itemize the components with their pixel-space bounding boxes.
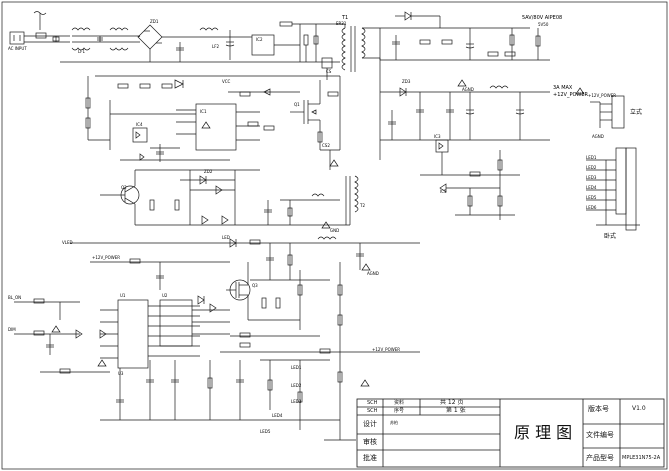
tb-design: 设计: [363, 420, 377, 428]
connector-p2-pin-1: LED1: [586, 155, 597, 160]
tb-row1-left: SCH: [367, 400, 378, 406]
connector-p1: [611, 95, 625, 129]
connector-p2-pin-3: LED3: [586, 175, 597, 180]
pfc-section: [250, 21, 345, 80]
connector-p2-title: 卧式: [604, 233, 617, 240]
connector-p2-pin-4: LED4: [586, 185, 597, 190]
label-zd3: ZD3: [402, 79, 411, 84]
net-12v-power-right: +12V_POWER: [372, 347, 400, 352]
tb-doc-title: 原 理 图: [514, 423, 573, 442]
ac-input-connector: [9, 31, 25, 45]
control-section: [85, 75, 341, 162]
tb-check: 审核: [363, 438, 377, 446]
label-led3: LED3: [291, 399, 302, 404]
net-5v50: 5V50: [538, 22, 549, 27]
label-u1: U1: [120, 293, 126, 298]
net-gnd: GND: [330, 228, 340, 233]
label-led: LED: [222, 235, 230, 240]
connector-p2-pin-2: LED2: [586, 165, 597, 170]
label-led2: LED2: [291, 383, 302, 388]
net-vled: VLED: [62, 240, 73, 245]
label-cs2: CS2: [322, 143, 330, 148]
secondary-5v: [379, 11, 550, 61]
label-ic2: IC2: [256, 37, 263, 42]
ac-symbol: [33, 11, 47, 15]
ic-u2-box: [159, 299, 193, 347]
net-12v-out: +12V_POWER: [553, 92, 588, 98]
ac-input-label: AC INPUT: [8, 46, 27, 51]
mosfet-q3: [226, 262, 251, 320]
label-u3: U3: [118, 371, 124, 376]
tb-product-label: 产品型号: [586, 454, 614, 462]
ic-u1-box: [117, 299, 149, 369]
fuse: [35, 32, 47, 39]
tb-approve: 批准: [363, 454, 377, 462]
label-t1: T1: [342, 15, 349, 21]
tb-designer: 苏柏: [390, 420, 398, 425]
mosfet-q1: [290, 80, 323, 150]
label-cs: CS: [326, 69, 332, 74]
connector-p1-pin-2: AGND: [592, 134, 604, 139]
optocoupler-1: [132, 127, 148, 143]
secondary-12v: [379, 58, 550, 220]
choke-lf2: [109, 27, 129, 51]
connectors: [586, 95, 640, 231]
tb-file-label: 文件编号: [586, 431, 614, 439]
label-ic5: IC5: [440, 189, 447, 194]
net-dim: DIM: [8, 327, 16, 332]
tb-product: MPLE31N75-2A: [622, 455, 661, 461]
net-vcc: VCC: [222, 79, 231, 84]
net-3a-max: 3A MAX: [553, 85, 573, 91]
label-lf2: LF2: [212, 44, 220, 49]
net-bl-on: BL_ON: [8, 295, 22, 300]
connector-p2: [615, 147, 627, 215]
connector-p2-pin-5: LED5: [586, 195, 597, 200]
label-er31: ER31: [336, 21, 347, 26]
connector-p3: [625, 147, 637, 231]
ground-symbols: [51, 79, 585, 387]
label-u2: U2: [162, 293, 168, 298]
aux-section: [100, 149, 359, 226]
net-12v-power-led: +12V_POWER: [92, 255, 120, 260]
connector-p1-title: 立式: [630, 109, 643, 116]
label-ic3: IC3: [434, 134, 441, 139]
label-zd1: ZD1: [150, 19, 159, 24]
net-agnd-2: AGND: [367, 271, 379, 276]
tb-row2-mid: 序号: [394, 408, 405, 414]
label-t2: T2: [360, 203, 365, 208]
label-lf1: LF1: [78, 49, 86, 54]
connector-p2-pin-6: LED6: [586, 205, 597, 210]
tb-row2-left: SCH: [367, 408, 378, 414]
title-block-grid: [356, 398, 665, 468]
optocoupler-2: [435, 139, 449, 153]
transformer-t1: [341, 24, 380, 72]
label-q1: Q1: [294, 102, 300, 107]
transformer-t2: [354, 175, 359, 213]
choke-lf-dc: [199, 27, 219, 31]
label-ic1: IC1: [200, 109, 207, 114]
choke-lf1: [71, 27, 91, 51]
net-agnd: AGND: [462, 87, 474, 92]
label-zd2: ZD2: [204, 169, 213, 174]
led-driver-section: [14, 236, 420, 441]
tb-total-pages: 共 12 页: [440, 399, 464, 406]
label-q2: Q2: [121, 185, 127, 190]
tb-page: 第 1 张: [446, 407, 466, 414]
ic1-box: [195, 103, 237, 151]
label-led4: LED4: [272, 413, 283, 418]
net-5v-out: 5AV/80V AIPE08: [522, 15, 563, 21]
ac-input-section: [9, 11, 340, 63]
tb-row1-mid: 资料: [394, 400, 405, 406]
label-led5: LED5: [260, 429, 271, 434]
label-ic4: IC4: [136, 122, 143, 127]
net-12v-power-p1: +12V_POWER: [588, 93, 616, 98]
label-led1: LED1: [291, 365, 302, 370]
bridge-rectifier: [137, 24, 163, 50]
tb-version-label: 版本号: [588, 405, 609, 413]
label-q3: Q3: [252, 283, 258, 288]
tb-version: V1.0: [632, 405, 646, 412]
